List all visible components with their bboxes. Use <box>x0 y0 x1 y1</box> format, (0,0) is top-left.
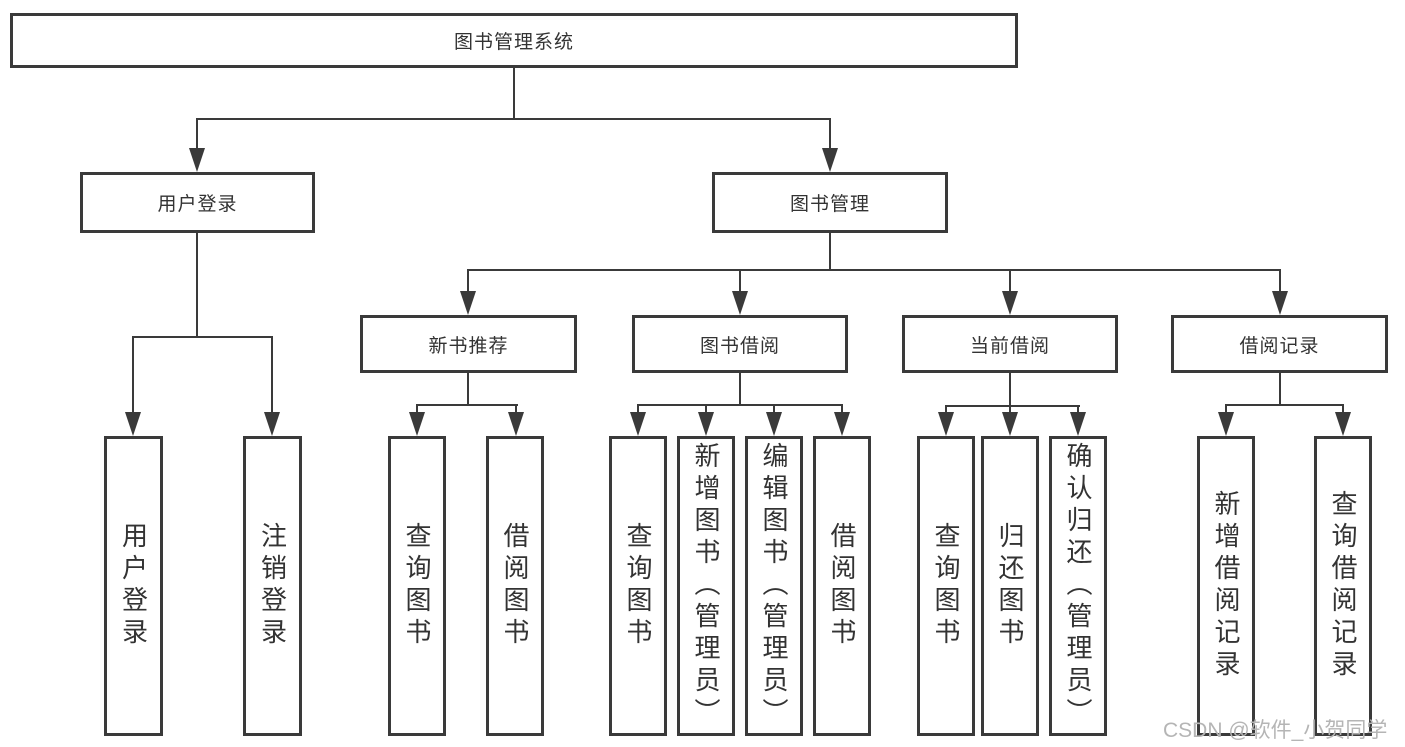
leaf-borrow-edit-book-label: 编辑图书（管理员） <box>759 442 789 730</box>
leaf-records-add-record-label: 新增借阅记录 <box>1211 490 1241 682</box>
leaf-borrow-add-book-label: 新增图书（管理员） <box>691 442 721 730</box>
node-book-management-label: 图书管理 <box>789 194 870 215</box>
leaf-records-query-record: 查询借阅记录 <box>1314 436 1372 736</box>
connector-drop-leaf <box>1342 404 1344 414</box>
connector-drop-leaf <box>416 404 418 414</box>
connector-book-management-stem <box>829 232 831 271</box>
arrow-down-icon <box>698 412 714 436</box>
connector-book-borrow-stem <box>739 373 741 406</box>
node-root-label: 图书管理系统 <box>453 32 574 53</box>
node-current-borrow-label: 当前借阅 <box>969 335 1050 357</box>
node-user-login-label: 用户登录 <box>157 194 238 215</box>
leaf-records-query-record-label: 查询借阅记录 <box>1328 490 1358 682</box>
arrow-down-icon <box>508 412 524 436</box>
leaf-borrow-borrow-book: 借阅图书 <box>813 436 871 736</box>
node-borrow-records: 借阅记录 <box>1171 315 1388 373</box>
arrow-down-icon <box>1335 412 1351 436</box>
arrow-down-icon <box>1218 412 1234 436</box>
leaf-current-query-book-label: 查询图书 <box>931 522 961 650</box>
arrow-down-icon <box>125 412 141 436</box>
leaf-logout-label: 注销登录 <box>257 522 288 650</box>
leaf-current-return-book-label: 归还图书 <box>995 522 1025 650</box>
leaf-recommend-borrow-book-label: 借阅图书 <box>500 522 530 650</box>
arrow-down-icon <box>766 412 782 436</box>
node-book-management: 图书管理 <box>712 172 948 233</box>
connector-drop-user-login <box>196 118 198 152</box>
node-root: 图书管理系统 <box>10 13 1018 68</box>
leaf-borrow-borrow-book-label: 借阅图书 <box>827 522 857 650</box>
connector-level2-branch <box>467 269 1281 271</box>
connector-drop-leaf <box>637 404 639 414</box>
connector-drop-leaf <box>1077 405 1079 414</box>
node-book-borrow: 图书借阅 <box>632 315 848 373</box>
csdn-watermark: CSDN @软件_小贺同学 <box>1163 719 1388 742</box>
connector-user-login-branch <box>132 336 273 338</box>
leaf-records-add-record: 新增借阅记录 <box>1197 436 1255 736</box>
connector-level1-branch <box>196 118 831 120</box>
node-user-login: 用户登录 <box>80 172 315 233</box>
arrow-down-icon <box>409 412 425 436</box>
leaf-user-login-label: 用户登录 <box>118 522 149 650</box>
arrow-down-icon <box>264 412 280 436</box>
node-borrow-records-label: 借阅记录 <box>1239 335 1320 357</box>
leaf-current-return-book: 归还图书 <box>981 436 1039 736</box>
connector-new-recommend-stem <box>467 373 469 406</box>
connector-drop-leaf-login <box>132 336 134 414</box>
connector-drop-leaf-logout <box>271 336 273 414</box>
leaf-borrow-add-book: 新增图书（管理员） <box>677 436 735 736</box>
leaf-recommend-borrow-book: 借阅图书 <box>486 436 544 736</box>
arrow-down-icon <box>1002 291 1018 315</box>
connector-borrow-records-branch <box>1225 404 1344 406</box>
connector-borrow-records-stem <box>1279 373 1281 406</box>
connector-current-borrow-branch <box>945 405 1080 407</box>
connector-drop-leaf <box>841 404 843 414</box>
arrow-down-icon <box>732 291 748 315</box>
connector-user-login-stem <box>196 232 198 338</box>
connector-new-recommend-branch <box>416 404 518 406</box>
leaf-borrow-query-book-label: 查询图书 <box>623 522 653 650</box>
arrow-down-icon <box>822 148 838 172</box>
connector-drop-borrow-records <box>1279 269 1281 294</box>
node-new-book-recommend-label: 新书推荐 <box>428 335 509 357</box>
leaf-user-login: 用户登录 <box>104 436 163 736</box>
connector-drop-new-recommend <box>467 269 469 294</box>
connector-drop-leaf <box>705 404 707 414</box>
leaf-current-confirm-return-label: 确认归还（管理员） <box>1063 442 1093 730</box>
arrow-down-icon <box>938 412 954 436</box>
arrow-down-icon <box>189 148 205 172</box>
leaf-current-query-book: 查询图书 <box>917 436 975 736</box>
leaf-borrow-edit-book: 编辑图书（管理员） <box>745 436 803 736</box>
connector-book-borrow-branch <box>637 404 843 406</box>
arrow-down-icon <box>1070 412 1086 436</box>
arrow-down-icon <box>460 291 476 315</box>
connector-drop-leaf <box>1225 404 1227 414</box>
connector-drop-leaf <box>945 405 947 414</box>
connector-drop-leaf <box>515 404 517 414</box>
node-current-borrow: 当前借阅 <box>902 315 1118 373</box>
connector-drop-current-borrow <box>1009 269 1011 294</box>
node-new-book-recommend: 新书推荐 <box>360 315 577 373</box>
connector-drop-leaf <box>1009 405 1011 414</box>
arrow-down-icon <box>1002 412 1018 436</box>
connector-drop-book-management <box>829 118 831 152</box>
arrow-down-icon <box>1272 291 1288 315</box>
leaf-recommend-query-book-label: 查询图书 <box>402 522 432 650</box>
leaf-logout: 注销登录 <box>243 436 302 736</box>
arrow-down-icon <box>630 412 646 436</box>
arrow-down-icon <box>834 412 850 436</box>
node-book-borrow-label: 图书借阅 <box>699 335 780 357</box>
leaf-recommend-query-book: 查询图书 <box>388 436 446 736</box>
connector-current-borrow-stem <box>1009 373 1011 407</box>
leaf-current-confirm-return: 确认归还（管理员） <box>1049 436 1107 736</box>
connector-drop-leaf <box>773 404 775 414</box>
leaf-borrow-query-book: 查询图书 <box>609 436 667 736</box>
connector-drop-book-borrow <box>739 269 741 294</box>
connector-root-stem <box>513 68 515 119</box>
